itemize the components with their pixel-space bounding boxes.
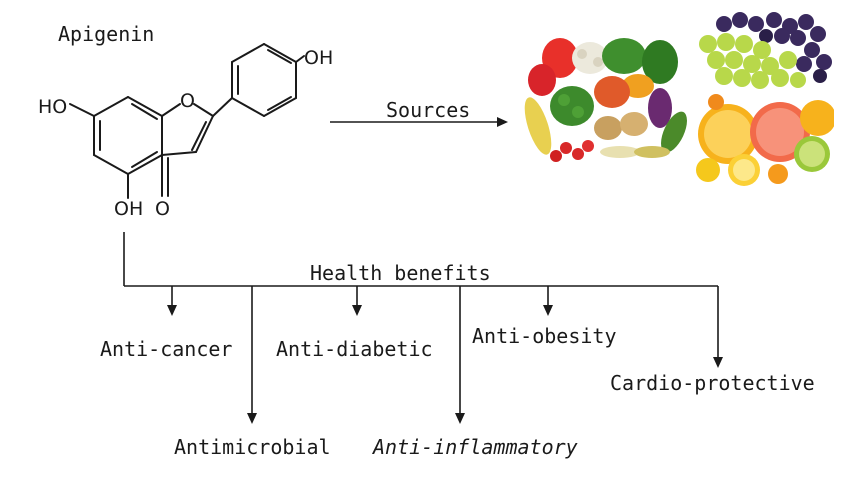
compound-name: Apigenin <box>58 22 155 46</box>
bond <box>195 115 214 153</box>
bond <box>231 97 265 117</box>
bond-double <box>191 121 207 151</box>
bond-double <box>131 151 158 168</box>
atom-ho-left: HO <box>38 96 68 118</box>
benefit-anti-cancer: Anti-cancer <box>100 337 233 361</box>
benefit-anti-diabetic: Anti-diabetic <box>276 337 433 361</box>
atom-carbonyl-o: O <box>155 198 170 220</box>
benefit-anti-inflammatory: Anti-inflammatory <box>373 435 578 459</box>
atom-ring-o: O <box>180 90 195 112</box>
bond <box>212 97 233 117</box>
bond <box>161 103 181 117</box>
atom-oh-bottom: OH <box>114 198 144 220</box>
bond <box>263 43 297 63</box>
citrus-photo <box>694 94 834 186</box>
arrowhead <box>167 305 177 316</box>
sources-label: Sources <box>386 98 471 122</box>
atom-oh-top: OH <box>304 47 334 69</box>
bond <box>93 96 129 117</box>
bond <box>161 151 197 156</box>
arrowhead <box>247 413 257 424</box>
benefit-cardio-protective: Cardio-protective <box>610 371 815 395</box>
arrowhead <box>713 357 723 368</box>
bond <box>295 55 305 63</box>
bond <box>263 97 297 117</box>
benefit-antimicrobial: Antimicrobial <box>174 435 331 459</box>
bond <box>93 154 129 175</box>
bond-double <box>131 103 158 120</box>
bond <box>69 103 95 117</box>
bond <box>127 154 163 175</box>
bond <box>193 103 214 117</box>
benefit-anti-obesity: Anti-obesity <box>472 324 617 348</box>
health-benefits-label: Health benefits <box>308 261 493 285</box>
arrowhead <box>352 305 362 316</box>
arrowhead <box>455 413 465 424</box>
grapes-photo <box>694 10 834 90</box>
bond <box>231 43 265 63</box>
vegetables-photo <box>520 28 690 168</box>
bond-double <box>267 49 292 64</box>
bond-double <box>267 96 292 111</box>
bond <box>127 96 163 117</box>
arrowhead <box>543 305 553 316</box>
